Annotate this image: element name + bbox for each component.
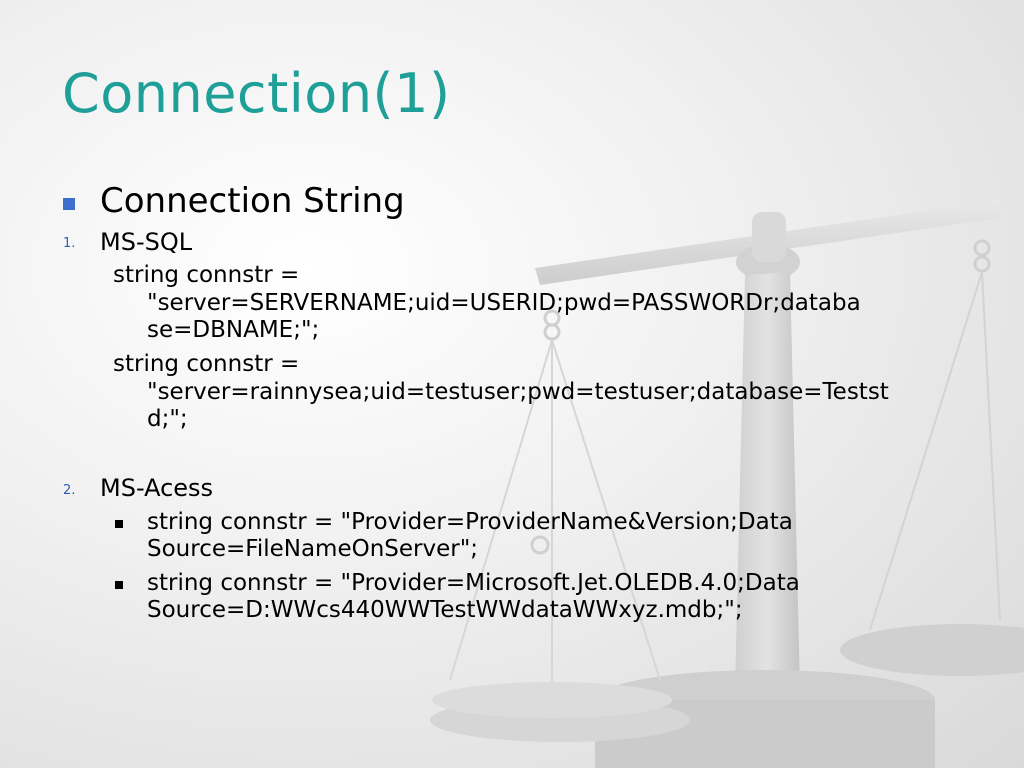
connstr-line-1: string connstr = [113,262,300,288]
acess-connstr-2-line-a: string connstr = "Provider=Microsoft.Jet… [147,570,800,596]
connstr-line-2-cont-b: d;"; [147,406,188,432]
square-bullet-icon [63,198,75,210]
acess-connstr-1-line-a: string connstr = "Provider=ProviderName&… [147,509,793,535]
acess-connstr-2-line-b: Source=D:WWcs440WWTestWWdataWWxyz.mdb;"; [147,597,743,623]
list-item-ms-sql: MS-SQL [100,228,193,256]
list-item-ms-acess: MS-Acess [100,474,214,502]
connstr-line-1-cont-a: "server=SERVERNAME;uid=USERID;pwd=PASSWO… [147,290,861,316]
list-number-2: 2. [63,483,76,498]
connstr-line-2-cont-a: "server=rainnysea;uid=testuser;pwd=testu… [147,379,889,405]
connstr-line-2: string connstr = [113,351,300,377]
small-bullet-icon [115,520,123,528]
list-number-1: 1. [63,236,76,251]
slide-title: Connection(1) [62,62,451,125]
small-bullet-icon [115,581,123,589]
main-bullet-text: Connection String [100,181,405,221]
connstr-line-1-cont-b: se=DBNAME;"; [147,317,320,343]
acess-connstr-1-line-b: Source=FileNameOnServer"; [147,536,479,562]
